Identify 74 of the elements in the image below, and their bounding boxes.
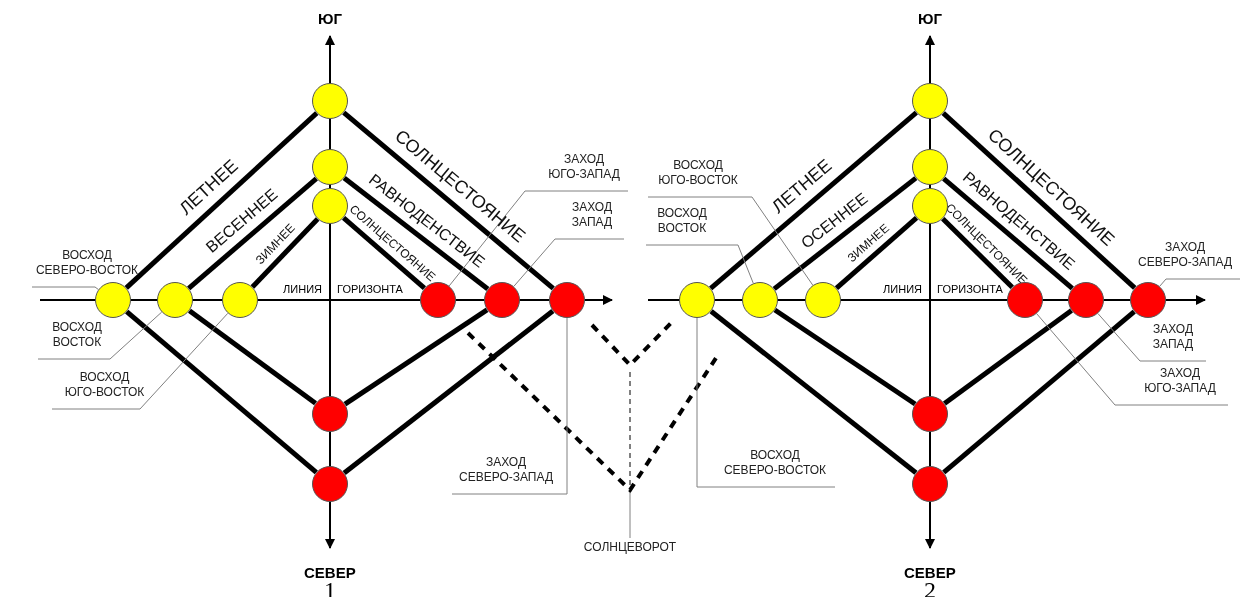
diagram-line — [772, 176, 918, 291]
sunset-position-circle — [1130, 282, 1166, 318]
diagram-line — [343, 307, 489, 407]
callout-text: ВОСХОД ЮГО-ВОСТОК — [52, 370, 157, 406]
diagram-line — [773, 307, 917, 407]
sunrise-position-circle — [805, 282, 841, 318]
diagram-line — [188, 308, 317, 406]
callout-text: ЗАХОД ЮГО-ЗАПАД — [540, 152, 628, 188]
callout-text: ВОСХОД ВОСТОК — [646, 206, 718, 242]
sunrise-position-circle — [95, 282, 131, 318]
sunset-position-circle — [1007, 282, 1043, 318]
diagram-line — [942, 176, 1074, 291]
leader-line — [1097, 313, 1207, 362]
diagram-line — [941, 216, 1014, 290]
sunset-position-circle — [549, 282, 585, 318]
leader-line — [696, 317, 836, 488]
leader-line — [513, 238, 625, 287]
diagram-line — [834, 216, 919, 290]
horizon-label: ЛИНИЯ ГОРИЗОНТА — [283, 283, 403, 295]
diagram-line — [941, 111, 1137, 290]
diagram-line — [943, 308, 1073, 406]
sunset-position-circle — [912, 466, 948, 502]
sunrise-position-circle — [742, 282, 778, 318]
leader-line — [1159, 278, 1241, 287]
callout-text: ЗАХОД ЮГО-ЗАПАД — [1132, 366, 1228, 402]
horizon-label: ЛИНИЯ ГОРИЗОНТА — [883, 283, 1003, 295]
sunset-position-circle — [312, 396, 348, 432]
sunset-position-circle — [1068, 282, 1104, 318]
diagram-line — [342, 309, 555, 475]
diagram-line — [942, 309, 1136, 475]
diagram-line — [250, 217, 320, 289]
sunrise-position-circle — [312, 149, 348, 185]
diagram-line — [125, 309, 318, 475]
sunset-position-circle — [484, 282, 520, 318]
leader-line — [448, 190, 629, 287]
compass-label: СЕВЕР — [304, 563, 356, 581]
leader-line — [645, 244, 754, 284]
compass-label: ЮГ — [318, 9, 342, 27]
compass-label: СЕВЕР — [904, 563, 956, 581]
sunset-position-circle — [312, 466, 348, 502]
callout-text: ВОСХОД ВОСТОК — [38, 320, 116, 356]
sunrise-position-circle — [912, 149, 948, 185]
diagram-line — [709, 309, 918, 475]
sunrise-position-circle — [312, 83, 348, 119]
callout-text: ЗАХОД ЗАПАД — [1140, 322, 1206, 358]
callout-text: ВОСХОД ЮГО-ВОСТОК — [648, 158, 748, 194]
leader-line — [51, 312, 229, 410]
callout-text: ЗАХОД ЗАПАД — [560, 200, 624, 236]
diagram-line — [709, 110, 918, 291]
callout-text: ЗАХОД СЕВЕРО-ЗАПАД — [1130, 240, 1240, 276]
diagram-line — [342, 176, 490, 291]
sunrise-position-circle — [222, 282, 258, 318]
sunrise-position-circle — [312, 188, 348, 224]
callout-text: ВОСХОД СЕВЕРО-ВОСТОК — [715, 448, 835, 484]
sunset-position-circle — [420, 282, 456, 318]
diagram-line — [124, 111, 319, 290]
diagram-line — [342, 110, 555, 291]
sunrise-position-circle — [157, 282, 193, 318]
sunrise-position-circle — [679, 282, 715, 318]
compass-label: ЮГ — [918, 9, 942, 27]
leader-line — [451, 317, 568, 495]
callout-text: СОЛНЦЕВОРОТ — [575, 540, 685, 558]
diagram-line — [341, 215, 427, 291]
sunrise-position-circle — [912, 83, 948, 119]
leader-line — [629, 491, 631, 539]
sunrise-position-circle — [912, 188, 948, 224]
leader-line — [647, 196, 814, 286]
leader-line — [37, 311, 163, 360]
sunset-position-circle — [912, 396, 948, 432]
leader-line — [31, 286, 99, 290]
callout-text: ВОСХОД СЕВЕРО-ВОСТОК — [32, 248, 142, 284]
callout-text: ЗАХОД СЕВЕРО-ЗАПАД — [452, 455, 560, 491]
leader-line — [1036, 313, 1229, 406]
diagram-line — [187, 176, 318, 291]
